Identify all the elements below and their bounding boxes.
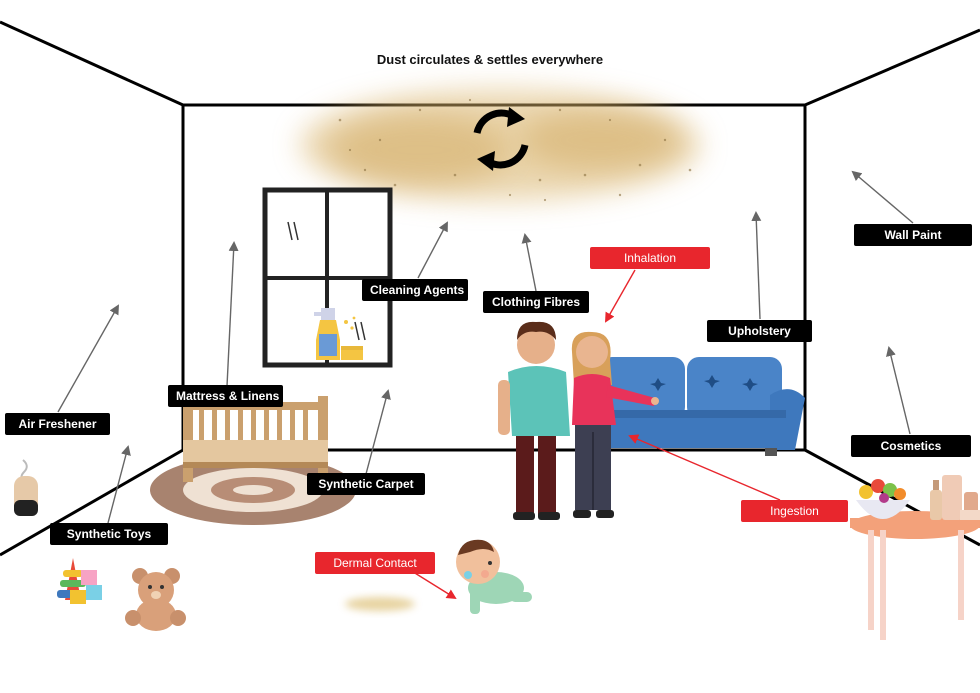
label-cosmetics: Cosmetics [851, 435, 971, 457]
baby [456, 539, 532, 614]
source-arrows [57, 170, 914, 524]
label-air-freshener: Air Freshener [5, 413, 110, 435]
diagram-title: Dust circulates & settles everywhere [376, 52, 604, 67]
label-synthetic-carpet: Synthetic Carpet [307, 473, 425, 495]
rug [150, 455, 356, 525]
label-synthetic-toys: Synthetic Toys [50, 523, 168, 545]
dust-cloud [300, 90, 700, 202]
air-freshener-icon [14, 459, 38, 516]
circular-arrows-icon [473, 107, 529, 171]
toys [57, 558, 102, 604]
adults [498, 321, 659, 520]
side-table [850, 511, 980, 640]
label-ingestion: Ingestion [741, 500, 848, 522]
label-wall-paint: Wall Paint [854, 224, 972, 246]
label-upholstery: Upholstery [707, 320, 812, 342]
window [262, 187, 393, 368]
label-dermal-contact: Dermal Contact [315, 552, 435, 574]
label-mattress-linens: Mattress & Linens [168, 385, 283, 407]
fruit-bowl [856, 479, 910, 519]
label-inhalation: Inhalation [590, 247, 710, 269]
label-clothing-fibres: Clothing Fibres [483, 291, 589, 313]
teddy-bear [125, 568, 186, 631]
dust-pile [345, 597, 415, 611]
pathway-arrows [409, 269, 781, 600]
sofa [590, 357, 805, 456]
spray-bottle-icon [314, 308, 363, 360]
label-cleaning-agents: Cleaning Agents [362, 279, 468, 301]
cosmetics [930, 475, 980, 520]
